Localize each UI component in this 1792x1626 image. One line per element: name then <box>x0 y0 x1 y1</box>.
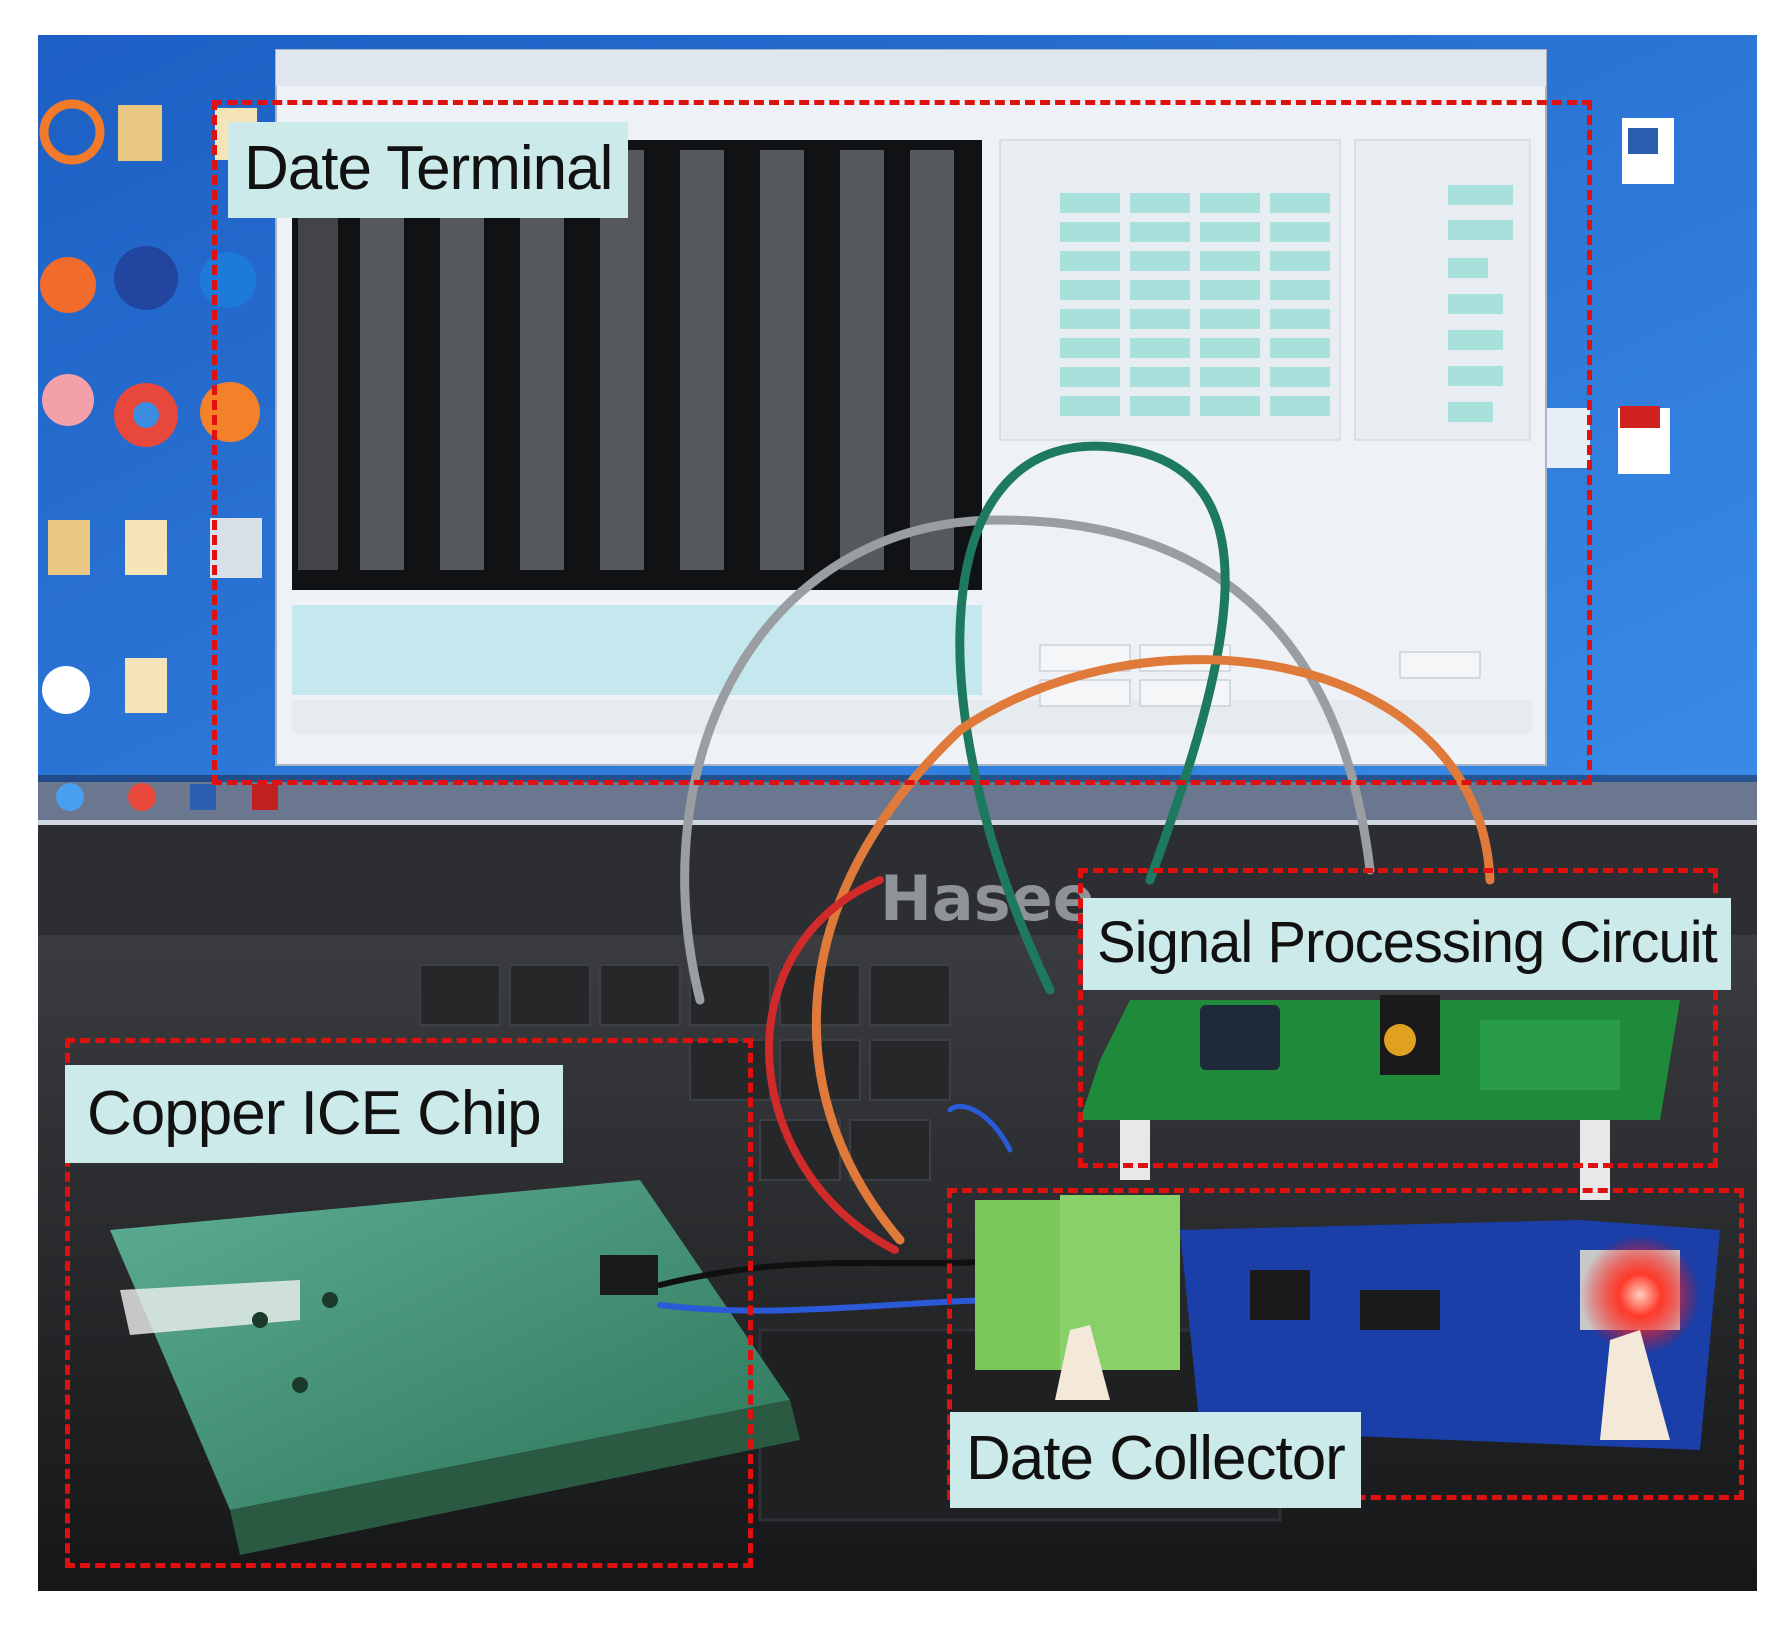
signal-processing-circuit-label: Signal Processing Circuit <box>1083 898 1731 990</box>
copper-ice-chip <box>110 1180 800 1555</box>
copper-ice-chip-box <box>65 1038 753 1568</box>
signal-processing-board <box>1080 995 1680 1200</box>
connection-wires <box>657 441 1495 1314</box>
copper-ice-chip-label: Copper ICE Chip <box>65 1065 563 1163</box>
adc-setting-fields <box>1448 185 1513 422</box>
keyboard-keys <box>419 964 951 1181</box>
date-collector-board <box>975 1195 1720 1450</box>
desktop-icons-right <box>1540 118 1674 474</box>
laptop-brand-text: Hasee <box>880 862 1095 935</box>
data-columns <box>298 150 954 570</box>
date-terminal-box <box>212 100 1592 785</box>
date-collector-label: Date Collector <box>950 1412 1361 1508</box>
signal-processing-box <box>1078 868 1718 1168</box>
voltage-cells <box>1060 193 1330 416</box>
date-terminal-label: Date Terminal <box>228 122 629 218</box>
